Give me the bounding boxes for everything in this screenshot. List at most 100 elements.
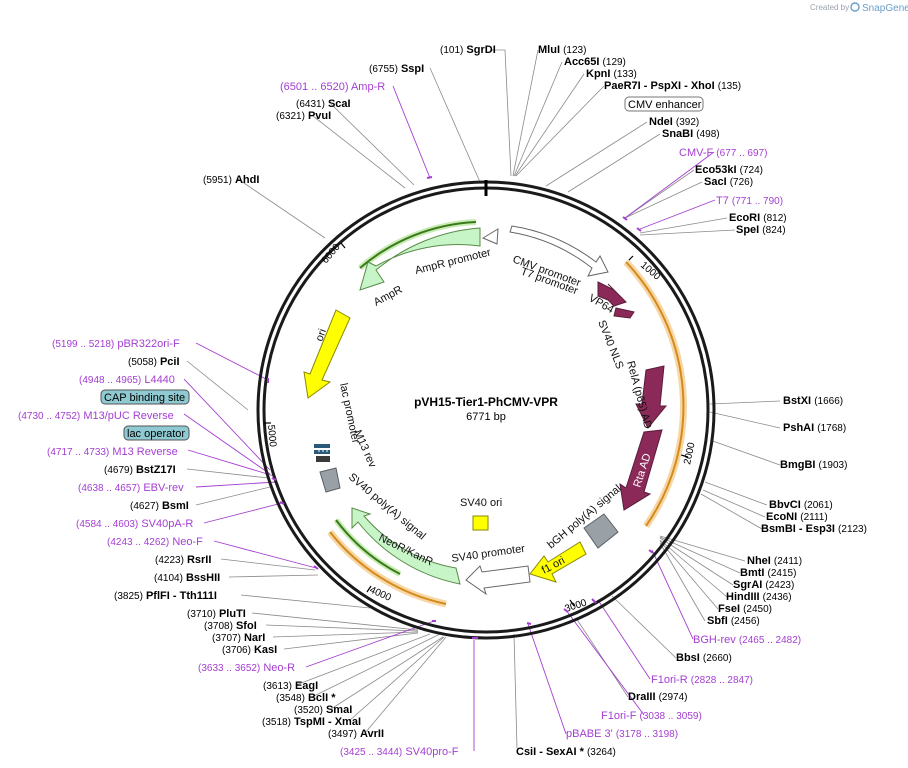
feature-label-sv40-promoter: SV40 promoter [451, 543, 526, 565]
snapgene-logo-icon [850, 2, 860, 12]
svg-text:EcoRI (812): EcoRI (812) [729, 212, 787, 224]
leader-lines [186, 49, 781, 749]
svg-text:MluI (123): MluI (123) [538, 44, 586, 56]
svg-text:(4638 .. 4657) EBV-rev: (4638 .. 4657) EBV-rev [78, 482, 184, 494]
svg-text:(6755) SspI: (6755) SspI [369, 63, 424, 75]
cmv-promoter-arrow [509, 225, 609, 277]
svg-text:(4243 .. 4262) Neo-F: (4243 .. 4262) Neo-F [107, 536, 203, 548]
svg-text:SbfI (2456): SbfI (2456) [707, 615, 760, 627]
ori-arrow [303, 309, 351, 399]
primer-ticks [267, 176, 654, 639]
svg-text:(4223) RsrII: (4223) RsrII [155, 554, 211, 566]
cap-binding-label: CAP binding site [104, 392, 185, 404]
svg-text:(5199 .. 5218) pBR322ori-F: (5199 .. 5218) pBR322ori-F [52, 338, 180, 350]
svg-text:NheI (2411): NheI (2411) [747, 555, 802, 567]
orange-arc-2 [329, 531, 447, 605]
svg-text:KpnI (133): KpnI (133) [586, 68, 637, 80]
lac-operator-box [123, 425, 190, 441]
tick-5000: 5000 [265, 424, 278, 448]
primer-labels: (6501 .. 6520) Amp-R CMV-F (677 .. 697) … [18, 81, 801, 758]
map-length: 6771 bp [466, 411, 506, 423]
svg-text:(3710) PluTI: (3710) PluTI [187, 608, 246, 620]
ampr-arrow [359, 227, 481, 291]
svg-text:(6501 .. 6520) Amp-R: (6501 .. 6520) Amp-R [280, 81, 385, 93]
sv40-polya-box [319, 467, 341, 493]
sv40-ori-box [472, 515, 489, 531]
svg-text:(3707) NarI: (3707) NarI [212, 632, 265, 644]
enzyme-labels-right: (101) SgrDI MluI (123) Acc65I (129) KpnI… [440, 44, 867, 758]
feature-label-ori: ori [314, 327, 329, 343]
svg-text:(3706) KasI: (3706) KasI [222, 644, 277, 656]
lac-operator-mark [314, 450, 330, 454]
svg-text:BmtI (2415): BmtI (2415) [740, 567, 796, 579]
svg-text:(3548) BclI *: (3548) BclI * [276, 692, 336, 704]
svg-text:(4584 .. 4603) SV40pA-R: (4584 .. 4603) SV40pA-R [76, 518, 193, 530]
feature-label-ampr: AmpR [372, 284, 405, 309]
vp64-arrow [597, 281, 627, 307]
svg-text:(6321) PvuI: (6321) PvuI [276, 110, 331, 122]
svg-text:(4948 .. 4965) L4440: (4948 .. 4965) L4440 [79, 374, 175, 386]
svg-text:(101) SgrDI: (101) SgrDI [440, 44, 496, 56]
feature-label-ampr-promoter: AmpR promoter [414, 246, 493, 277]
feature-label-sv40-polya: SV40 poly(A) signal [346, 471, 428, 542]
lac-promoter-mark [316, 456, 330, 462]
svg-text:HindIII (2436): HindIII (2436) [726, 591, 792, 603]
cap-binding-box [100, 389, 190, 405]
svg-text:(3633 .. 3652) Neo-R: (3633 .. 3652) Neo-R [198, 662, 295, 674]
neor-arrow [351, 507, 461, 585]
orange-arc-1 [625, 261, 685, 527]
sv40-nls-arrow [613, 307, 635, 319]
cmv-enhancer-label: CMV enhancer [628, 99, 702, 111]
svg-text:(3497) AvrII: (3497) AvrII [328, 728, 384, 740]
svg-text:BbvCI (2061): BbvCI (2061) [769, 499, 833, 511]
svg-text:(3708) SfoI: (3708) SfoI [204, 620, 257, 632]
svg-text:(5951) AhdI: (5951) AhdI [203, 174, 259, 186]
svg-text:T7 (771 .. 790): T7 (771 .. 790) [716, 195, 783, 207]
sv40-promoter-arrow [465, 565, 531, 596]
svg-text:BsmBI - Esp3I (2123): BsmBI - Esp3I (2123) [761, 523, 867, 535]
svg-text:BbsI (2660): BbsI (2660) [676, 652, 732, 664]
svg-text:PaeR7I - PspXI - XhoI (135): PaeR7I - PspXI - XhoI (135) [604, 80, 741, 92]
f1-ori-arrow [529, 541, 587, 583]
svg-text:(3520) SmaI: (3520) SmaI [294, 704, 352, 716]
svg-text:(4627) BsmI: (4627) BsmI [130, 500, 189, 512]
feature-label-sv40-ori: SV40 ori [460, 497, 502, 509]
rela-ad-arrow [635, 365, 668, 429]
svg-text:NdeI (392): NdeI (392) [649, 116, 699, 128]
feature-label-bgh-polya: bGH poly(A) signal [545, 483, 623, 552]
svg-text:F1ori-F (3038 .. 3059): F1ori-F (3038 .. 3059) [601, 710, 702, 722]
map-title: pVH15-Tier1-PhCMV-VPR [414, 395, 558, 409]
svg-text:(3425 .. 3444) SV40pro-F: (3425 .. 3444) SV40pro-F [340, 746, 459, 758]
svg-text:(5058) PciI: (5058) PciI [128, 356, 180, 368]
svg-text:SacI (726): SacI (726) [704, 176, 753, 188]
svg-text:BGH-rev (2465 .. 2482): BGH-rev (2465 .. 2482) [693, 634, 801, 646]
credit-brand: SnapGene [862, 3, 908, 14]
svg-text:CMV-F (677 .. 697): CMV-F (677 .. 697) [679, 147, 767, 159]
svg-text:(6431) ScaI: (6431) ScaI [296, 98, 351, 110]
enzyme-labels-left: (6755) SspI (6431) ScaI (6321) PvuI (595… [104, 63, 424, 740]
m13-rev-mark [314, 444, 330, 448]
svg-text:CsiI - SexAI * (3264): CsiI - SexAI * (3264) [516, 746, 616, 758]
svg-text:PshAI (1768): PshAI (1768) [783, 422, 846, 434]
svg-text:BmgBI (1903): BmgBI (1903) [780, 459, 847, 471]
tick-2000: 2000 [682, 441, 697, 465]
svg-text:BstXI (1666): BstXI (1666) [783, 395, 843, 407]
svg-text:(3518) TspMI - XmaI: (3518) TspMI - XmaI [262, 716, 361, 728]
primer-leader-lines [183, 85, 716, 751]
feature-label-lac-promoter: lac promoter [337, 382, 362, 445]
svg-text:(3825) PflFI - Tth111I: (3825) PflFI - Tth111I [114, 590, 217, 602]
svg-text:Acc65I (129): Acc65I (129) [564, 56, 626, 68]
lac-operator-label: lac operator [127, 428, 185, 440]
rta-ad-arrow [619, 429, 663, 511]
amp-green-arc [359, 221, 477, 269]
svg-text:DraIII (2974): DraIII (2974) [628, 691, 687, 703]
svg-text:(4730 .. 4752) M13/pUC Revers: (4730 .. 4752) M13/pUC Reverse [18, 410, 174, 422]
svg-text:F1ori-R (2828 .. 2847): F1ori-R (2828 .. 2847) [651, 674, 753, 686]
feature-label-sv40-nls: SV40 NLS [595, 319, 625, 371]
svg-text:SgrAI (2423): SgrAI (2423) [733, 579, 794, 591]
svg-text:FseI (2450): FseI (2450) [718, 603, 772, 615]
svg-text:(4104) BssHII: (4104) BssHII [154, 572, 220, 584]
svg-text:SnaBI (498): SnaBI (498) [662, 128, 720, 140]
credit-prefix: Created by [810, 3, 849, 12]
